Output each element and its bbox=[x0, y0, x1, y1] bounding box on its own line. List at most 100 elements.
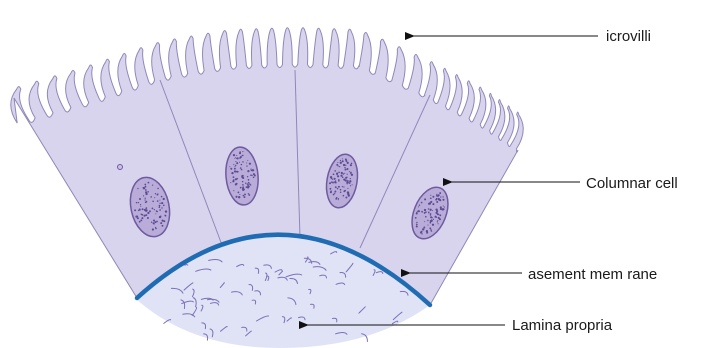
chromatin-dot bbox=[234, 166, 235, 167]
chromatin-dot bbox=[140, 206, 141, 207]
chromatin-dot bbox=[428, 208, 429, 209]
chromatin-dot bbox=[250, 169, 251, 170]
chromatin-dot bbox=[333, 173, 335, 175]
chromatin-dot bbox=[245, 182, 246, 183]
chromatin-dot bbox=[157, 211, 158, 212]
chromatin-dot bbox=[252, 175, 253, 176]
chromatin-dot bbox=[331, 182, 332, 183]
chromatin-dot bbox=[235, 178, 237, 180]
chromatin-dot bbox=[159, 209, 161, 211]
chromatin-dot bbox=[247, 183, 249, 185]
chromatin-dot bbox=[143, 187, 145, 189]
chromatin-dot bbox=[155, 213, 156, 214]
chromatin-dot bbox=[239, 162, 240, 163]
chromatin-dot bbox=[343, 190, 345, 192]
chromatin-dot bbox=[235, 165, 236, 166]
chromatin-dot bbox=[342, 177, 343, 178]
chromatin-dot bbox=[155, 228, 156, 229]
chromatin-dot bbox=[347, 162, 349, 164]
chromatin-dot bbox=[341, 172, 343, 174]
chromatin-dot bbox=[425, 216, 427, 218]
chromatin-dot bbox=[253, 170, 254, 171]
chromatin-dot bbox=[444, 207, 445, 208]
chromatin-dot bbox=[244, 196, 246, 198]
chromatin-dot bbox=[242, 161, 244, 163]
chromatin-dot bbox=[437, 220, 438, 221]
chromatin-dot bbox=[350, 172, 352, 174]
chromatin-dot bbox=[437, 221, 438, 222]
chromatin-dot bbox=[344, 167, 345, 168]
chromatin-dot bbox=[250, 184, 251, 185]
chromatin-dot bbox=[334, 178, 336, 180]
chromatin-dot bbox=[346, 183, 347, 184]
chromatin-dot bbox=[163, 204, 165, 206]
chromatin-dot bbox=[139, 198, 141, 200]
chromatin-dot bbox=[338, 165, 339, 166]
chromatin-dot bbox=[247, 185, 249, 187]
chromatin-dot bbox=[430, 220, 432, 222]
chromatin-dot bbox=[247, 160, 248, 161]
chromatin-dot bbox=[144, 184, 146, 186]
chromatin-dot bbox=[347, 188, 348, 189]
chromatin-dot bbox=[233, 154, 235, 156]
chromatin-dot bbox=[143, 195, 144, 196]
chromatin-dot bbox=[344, 173, 345, 174]
chromatin-dot bbox=[145, 209, 147, 211]
chromatin-dot bbox=[334, 191, 336, 193]
chromatin-dot bbox=[233, 176, 235, 178]
chromatin-dot bbox=[433, 219, 434, 220]
chromatin-dot bbox=[438, 198, 440, 200]
chromatin-dot bbox=[141, 214, 143, 216]
chromatin-dot bbox=[424, 221, 425, 222]
chromatin-dot bbox=[342, 158, 343, 159]
chromatin-dot bbox=[152, 201, 154, 203]
chromatin-dot bbox=[147, 191, 149, 193]
chromatin-dot bbox=[424, 209, 426, 211]
chromatin-dot bbox=[420, 232, 422, 234]
chromatin-dot bbox=[150, 196, 151, 197]
chromatin-dot bbox=[238, 192, 240, 194]
chromatin-dot bbox=[159, 203, 160, 204]
chromatin-dot bbox=[351, 163, 353, 165]
chromatin-dot bbox=[430, 195, 431, 196]
chromatin-dot bbox=[141, 217, 143, 219]
chromatin-dot bbox=[343, 195, 345, 197]
chromatin-dot bbox=[334, 170, 336, 172]
chromatin-dot bbox=[145, 189, 147, 191]
chromatin-dot bbox=[157, 200, 159, 202]
chromatin-dot bbox=[334, 193, 335, 194]
chromatin-dot bbox=[229, 166, 230, 167]
chromatin-dot bbox=[235, 157, 236, 158]
chromatin-dot bbox=[338, 186, 340, 188]
chromatin-dot bbox=[246, 165, 247, 166]
chromatin-dot bbox=[418, 210, 420, 212]
chromatin-dot bbox=[236, 155, 237, 156]
chromatin-dot bbox=[139, 209, 141, 211]
chromatin-dot bbox=[335, 182, 336, 183]
chromatin-dot bbox=[235, 161, 236, 162]
chromatin-dot bbox=[435, 208, 437, 210]
chromatin-dot bbox=[159, 200, 160, 201]
chromatin-dot bbox=[429, 209, 431, 211]
chromatin-dot bbox=[345, 169, 347, 171]
chromatin-dot bbox=[234, 168, 236, 170]
chromatin-dot bbox=[157, 193, 159, 195]
chromatin-dot bbox=[152, 228, 154, 230]
chromatin-dot bbox=[335, 180, 336, 181]
chromatin-dot bbox=[330, 190, 332, 192]
chromatin-dot bbox=[343, 173, 344, 174]
chromatin-dot bbox=[240, 167, 242, 169]
chromatin-dot bbox=[241, 164, 242, 165]
chromatin-dot bbox=[432, 224, 434, 226]
chromatin-dot bbox=[239, 194, 240, 195]
chromatin-dot bbox=[329, 182, 331, 184]
chromatin-dot bbox=[139, 221, 141, 223]
chromatin-dot bbox=[242, 177, 244, 179]
chromatin-dot bbox=[429, 202, 431, 204]
chromatin-dot bbox=[147, 217, 149, 219]
chromatin-dot bbox=[333, 194, 335, 196]
chromatin-dot bbox=[235, 196, 237, 198]
chromatin-dot bbox=[421, 233, 422, 234]
chromatin-dot bbox=[432, 210, 433, 211]
chromatin-dot bbox=[432, 217, 433, 218]
